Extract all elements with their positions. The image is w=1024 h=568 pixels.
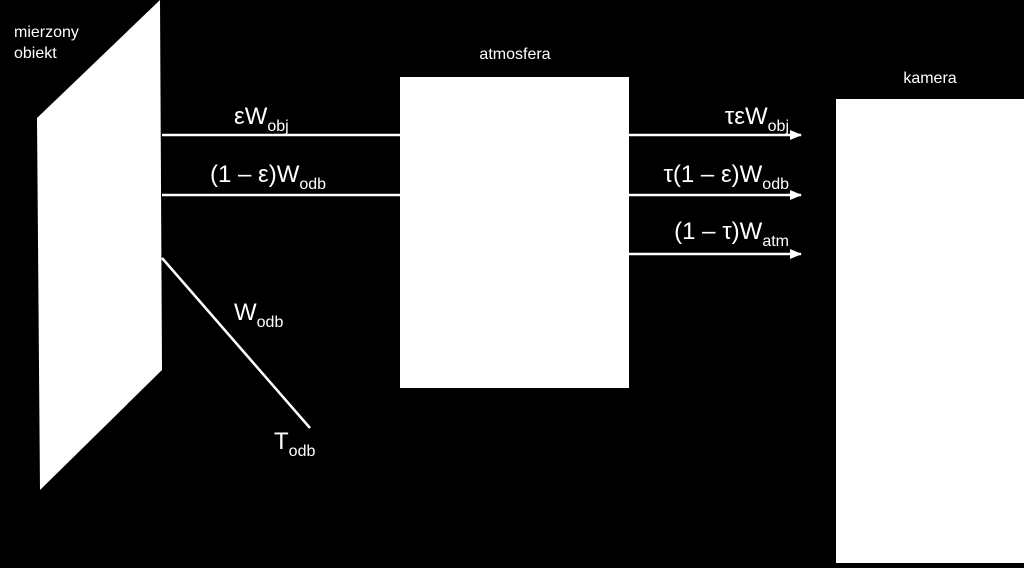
- camera-label: kamera: [903, 70, 956, 87]
- camera-box: [836, 99, 1024, 563]
- out-atmosphere-formula: (1 – τ)Watm: [674, 218, 789, 250]
- atmosphere-label: atmosfera: [479, 46, 550, 63]
- reflected-temperature-formula: Todb: [274, 428, 315, 460]
- out-reflected-formula: τ(1 – ε)Wodb: [663, 161, 789, 193]
- incoming-reflected-ray: [161, 257, 311, 429]
- object-label-line2: obiekt: [14, 45, 57, 62]
- emitted-formula: εWobj: [234, 103, 289, 135]
- measured-object-shape: [37, 0, 162, 490]
- atmosphere-box: [400, 77, 629, 388]
- reflected-formula: (1 – ε)Wodb: [210, 161, 326, 193]
- out-emitted-formula: τεWobj: [725, 103, 789, 135]
- incoming-reflected-formula: Wodb: [234, 299, 283, 331]
- object-label-line1: mierzony: [14, 24, 79, 41]
